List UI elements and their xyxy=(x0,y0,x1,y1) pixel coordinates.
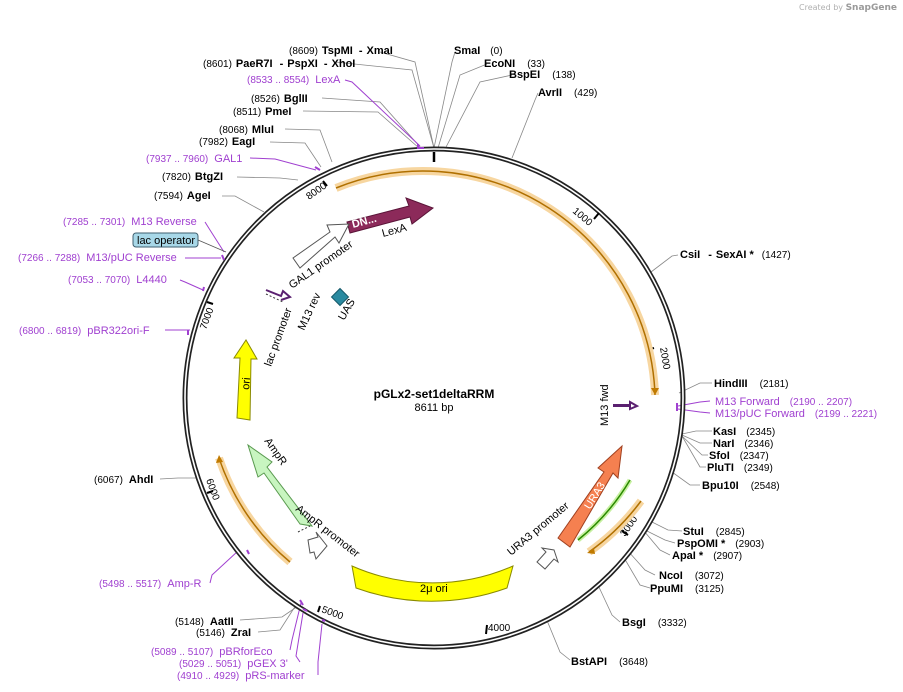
lexa-feature-label: LexA xyxy=(381,222,409,240)
enzyme-smai[interactable]: SmaI(0) xyxy=(454,45,503,57)
enzyme-bsgi[interactable]: BsgI(3332) xyxy=(622,617,687,629)
ruler-label-4000: 4000 xyxy=(488,623,511,634)
ampr-feature-boundary xyxy=(297,525,311,533)
primer-lexa[interactable]: (8533 .. 8554)LexA xyxy=(247,74,341,86)
enzyme-tspmi[interactable]: (8609)TspMI-XmaI xyxy=(289,45,393,57)
two-micron-ori-feature[interactable] xyxy=(351,565,514,602)
enzyme-ahdi[interactable]: (6067)AhdI xyxy=(94,474,153,486)
enzyme-avrii[interactable]: AvrII(429) xyxy=(538,87,597,99)
enzyme-zrai[interactable]: (5146)ZraI xyxy=(196,627,251,639)
snapgene-credit: Created by SnapGene xyxy=(799,3,897,13)
primer-pbr322ori-f[interactable]: (6800 .. 6819)pBR322ori-F xyxy=(19,325,150,337)
enzyme-psp0mi[interactable]: PspOMI *(2903) xyxy=(677,538,764,550)
plasmid-length: 8611 bp xyxy=(415,402,454,414)
enzyme-aatii[interactable]: (5148)AatII xyxy=(175,616,234,628)
plasmid-name: pGLx2-set1deltaRRM xyxy=(374,387,495,401)
m13-fwd-mark xyxy=(613,400,640,411)
lac-operator-mark xyxy=(265,293,284,303)
primer-m13-reverse[interactable]: (7285 .. 7301)M13 Reverse xyxy=(63,216,197,228)
enzyme-csii[interactable]: CsiI-SexAI *(1427) xyxy=(680,249,791,261)
primer-labels: (8533 .. 8554)LexA (7937 .. 7960)GAL1 (7… xyxy=(18,74,877,682)
enzyme-pmei[interactable]: (8511)PmeI xyxy=(233,106,291,118)
two-micron-ori-label: 2μ ori xyxy=(420,583,448,595)
primer-m13-puc-forward[interactable]: M13/pUC Forward(2199 .. 2221) xyxy=(715,408,877,420)
enzyme-ncoi[interactable]: NcoI(3072) xyxy=(659,570,724,582)
m13-fwd-label: M13 fwd xyxy=(599,384,611,426)
ura3-feature[interactable] xyxy=(557,444,623,548)
backbone-gap xyxy=(184,148,684,648)
enzyme-paer7i[interactable]: (8601)PaeR7I-PspXI-XhoI xyxy=(203,58,355,70)
enzyme-nari[interactable]: NarI(2346) xyxy=(713,438,773,450)
enzyme-bstapi[interactable]: BstAPI(3648) xyxy=(571,656,648,668)
enzyme-econi[interactable]: EcoNI(33) xyxy=(484,58,545,70)
orf-arcs xyxy=(215,167,659,566)
enzyme-sfoi[interactable]: SfoI(2347) xyxy=(709,450,769,462)
enzyme-bpu10i[interactable]: Bpu10I(2548) xyxy=(702,480,780,492)
lac-promoter-label: lac promoter xyxy=(263,306,295,368)
ampr-feature[interactable] xyxy=(247,443,314,527)
ura3-promoter-feature[interactable] xyxy=(536,547,559,570)
primer-marks xyxy=(187,144,678,622)
enzyme-hindiii[interactable]: HindIII(2181) xyxy=(714,378,789,390)
enzyme-bglii[interactable]: (8526)BglII xyxy=(251,93,308,105)
ura3-label: URA3 xyxy=(582,480,608,511)
enzyme-pluti[interactable]: PluTI(2349) xyxy=(707,462,773,474)
primer-pbrforeco[interactable]: (5089 .. 5107)pBRforEco xyxy=(151,646,272,658)
ura3-promoter-label: URA3 promoter xyxy=(505,500,572,559)
enzyme-labels: (8609)TspMI-XmaI SmaI(0) (8601)PaeR7I-Ps… xyxy=(94,45,791,668)
credit-prefix: Created by xyxy=(799,3,844,12)
lexa-feature[interactable] xyxy=(346,197,435,234)
enzyme-agei[interactable]: (7594)AgeI xyxy=(154,190,211,202)
ampr-promoter-label: AmpR promoter xyxy=(293,503,362,560)
primer-pgex-3[interactable]: (5029 .. 5051)pGEX 3' xyxy=(179,658,288,670)
snapgene-logo: SnapGene xyxy=(845,3,897,13)
ampr-promoter-feature[interactable] xyxy=(307,531,328,561)
m13-rev-mark xyxy=(265,289,292,301)
primer-lines xyxy=(165,79,711,675)
enzyme-bspei[interactable]: BspEI(138) xyxy=(509,69,576,81)
enzyme-eagi[interactable]: (7982)EagI xyxy=(199,136,255,148)
lac-operator-leader xyxy=(197,239,227,253)
leader-lines xyxy=(159,51,712,661)
enzyme-apai[interactable]: ApaI *(2907) xyxy=(672,550,742,562)
ruler-label-2000: 2000 xyxy=(657,347,672,371)
primer-m13-puc-reverse[interactable]: (7266 .. 7288)M13/pUC Reverse xyxy=(18,252,177,264)
m13-rev-label: M13 rev xyxy=(296,291,324,333)
enzyme-ppumi[interactable]: PpuMI(3125) xyxy=(650,583,724,595)
primer-l4440[interactable]: (7053 .. 7070)L4440 xyxy=(68,274,167,286)
primer-m13-forward[interactable]: M13 Forward(2190 .. 2207) xyxy=(715,396,852,408)
gal1-promoter-feature[interactable] xyxy=(292,223,350,269)
ori-label: ori xyxy=(240,377,253,390)
primer-prs-marker[interactable]: (4910 .. 4929)pRS-marker xyxy=(177,670,305,682)
ori-feature[interactable] xyxy=(233,339,258,421)
enzyme-btgzi[interactable]: (7820)BtgZI xyxy=(162,171,223,183)
lac-operator-label: lac operator xyxy=(137,235,195,247)
primer-amp-r[interactable]: (5498 .. 5517)Amp-R xyxy=(99,578,202,590)
enzyme-mlui[interactable]: (8068)MluI xyxy=(219,124,274,136)
enzyme-stui[interactable]: StuI(2845) xyxy=(683,526,745,538)
enzyme-kasi[interactable]: KasI(2345) xyxy=(713,426,775,438)
uas-feature[interactable] xyxy=(330,287,350,307)
primer-gal1[interactable]: (7937 .. 7960)GAL1 xyxy=(146,153,242,165)
